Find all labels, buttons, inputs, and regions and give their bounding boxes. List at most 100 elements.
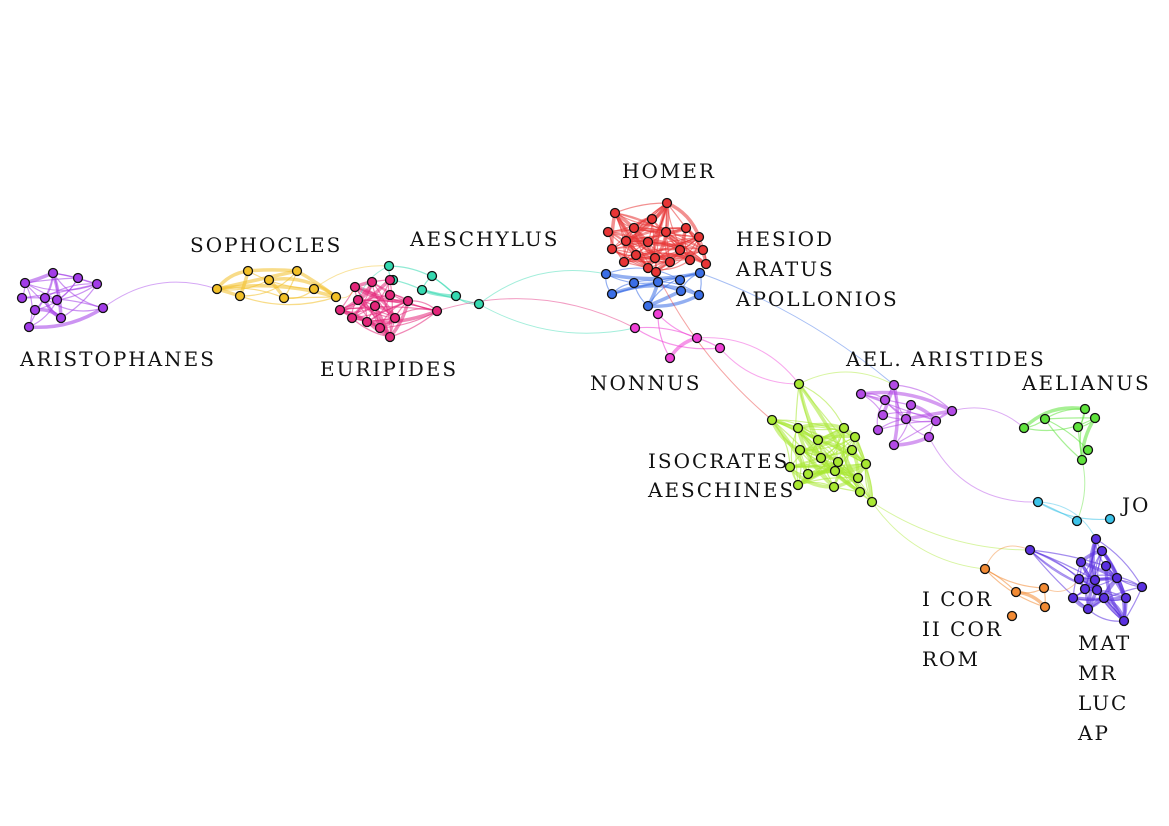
node-isocrates: [860, 458, 872, 470]
edge-nonnus-isocrates: [719, 347, 800, 385]
node-sophocles: [234, 290, 246, 302]
node-ael_aristides: [888, 379, 900, 391]
edge-gospels: [1078, 574, 1143, 588]
edge-homer: [611, 236, 700, 250]
node-aristophanes: [39, 292, 51, 304]
edge-aristophanes: [21, 283, 98, 299]
node-aristophanes: [47, 267, 59, 279]
node-cor: [979, 563, 991, 575]
edge-sophocles: [283, 296, 337, 299]
node-isocrates: [838, 422, 850, 434]
label-ael-aristides: AEL. ARISTIDES: [845, 347, 1046, 371]
node-jo: [1032, 496, 1044, 508]
node-gospels: [1096, 545, 1108, 557]
edge-euripides-nonnus: [436, 298, 636, 329]
edge-cor: [984, 568, 1045, 589]
node-gospels: [1089, 574, 1101, 586]
label-apollonios: APOLLONIOS: [735, 287, 899, 311]
edge-isocrates: [770, 418, 810, 475]
edge-hesiod: [647, 272, 701, 307]
nodes-layer: [16, 197, 1148, 627]
node-gospels: [1075, 556, 1087, 568]
edge-isocrates-ael_aristides: [798, 371, 895, 386]
node-homer: [674, 244, 686, 256]
labels-layer: ARISTOPHANES SOPHOCLES AESCHYLUS EURIPID…: [19, 159, 1151, 745]
node-hesiod: [674, 274, 686, 286]
edge-cor-gospels: [984, 545, 1031, 570]
node-gospels: [1136, 581, 1148, 593]
node-gospels: [1082, 603, 1094, 615]
edge-jo: [1037, 501, 1111, 521]
edge-ael_aristides: [860, 390, 953, 413]
edge-homer: [623, 252, 707, 265]
node-homer: [697, 244, 709, 256]
node-cor: [1039, 601, 1051, 613]
node-euripides: [366, 276, 378, 288]
edge-gospels: [1029, 549, 1080, 580]
edge-ael_aristides: [860, 393, 937, 422]
edge-nonnus-isocrates: [696, 337, 800, 385]
node-ael_aristides: [930, 415, 942, 427]
node-isocrates: [784, 461, 796, 473]
node-aelianus: [1018, 422, 1030, 434]
node-gospels: [1098, 592, 1110, 604]
label-aristophanes: ARISTOPHANES: [19, 347, 216, 371]
edges-layer: [21, 201, 1143, 623]
edge-gospels: [1095, 538, 1143, 588]
node-isocrates: [846, 444, 858, 456]
node-isocrates: [792, 422, 804, 434]
node-sophocles: [242, 265, 254, 277]
node-homer: [628, 222, 640, 234]
node-aristophanes: [91, 278, 103, 290]
node-hesiod: [675, 285, 687, 297]
node-hesiod: [642, 300, 654, 312]
node-aristophanes: [72, 272, 84, 284]
node-euripides: [384, 331, 396, 343]
edge-ael_aristides: [893, 410, 953, 446]
node-homer: [693, 231, 705, 243]
node-gospels: [1079, 583, 1091, 595]
edge-euripides: [366, 309, 438, 325]
edge-aeschylus-nonnus: [478, 303, 636, 334]
edge-nonnus: [634, 326, 698, 339]
edge-aelianus: [1023, 417, 1096, 432]
node-homer: [642, 236, 654, 248]
edge-nonnus: [657, 313, 698, 339]
node-aristophanes: [19, 277, 31, 289]
label-mr: MR: [1078, 661, 1118, 685]
node-ael_aristides: [946, 405, 958, 417]
edge-nonnus: [634, 327, 721, 350]
node-aelianus: [1072, 421, 1084, 433]
edge-homer: [607, 229, 704, 251]
label-aelianus: AELIANUS: [1021, 371, 1151, 395]
node-gospels: [1118, 615, 1130, 627]
node-nonnus: [691, 332, 703, 344]
label-rom: ROM: [922, 647, 980, 671]
node-gospels: [1111, 572, 1123, 584]
label-ii-cor: II COR: [922, 617, 1003, 641]
node-isocrates: [829, 465, 841, 477]
node-sophocles: [330, 291, 342, 303]
edge-aristophanes: [21, 297, 104, 309]
node-gospels: [1067, 592, 1079, 604]
label-hesiod: HESIOD: [736, 227, 834, 251]
node-isocrates: [766, 414, 778, 426]
node-aristophanes: [16, 292, 28, 304]
node-nonnus: [714, 342, 726, 354]
node-hesiod: [600, 268, 612, 280]
node-homer: [660, 226, 672, 238]
edge-aelianus-jo: [1076, 459, 1086, 522]
label-jo: JO: [1120, 493, 1150, 517]
edge-gospels: [1029, 549, 1089, 610]
node-euripides: [402, 295, 414, 307]
node-euripides: [431, 305, 443, 317]
node-aeschylus: [426, 270, 438, 282]
edge-aristophanes: [28, 306, 104, 330]
node-sophocles: [308, 283, 320, 295]
node-homer: [680, 222, 692, 234]
edge-isocrates: [820, 457, 873, 503]
node-nonnus: [629, 322, 641, 334]
node-gospels: [1091, 584, 1103, 596]
node-homer: [609, 207, 621, 219]
node-euripides: [384, 274, 396, 286]
